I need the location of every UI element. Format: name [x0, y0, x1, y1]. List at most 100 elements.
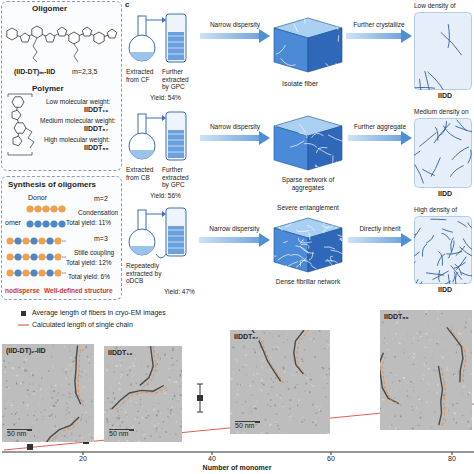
- tick-label: 60: [327, 455, 335, 463]
- speckle: [158, 411, 160, 413]
- node-text: m=2: [94, 195, 108, 203]
- speckle: [162, 428, 163, 429]
- speckle: [45, 379, 46, 380]
- speckle: [22, 368, 24, 370]
- speckle: [126, 416, 128, 417]
- speckle: [181, 408, 182, 410]
- speckle: [297, 404, 298, 406]
- node-text: Extracted from CB: [126, 166, 160, 181]
- monomer-bead: [55, 270, 62, 277]
- speckle: [91, 401, 92, 402]
- speckle: [138, 441, 140, 442]
- speckle: [271, 357, 273, 358]
- fiber: [468, 150, 471, 164]
- speckle: [140, 404, 141, 406]
- speckle: [252, 381, 254, 382]
- data-point: [27, 444, 33, 450]
- speckle: [17, 375, 18, 376]
- node-text: Condensation: [78, 209, 118, 217]
- tick: [212, 452, 213, 455]
- speckle: [267, 404, 268, 405]
- fiber: [300, 240, 303, 244]
- speckle: [85, 349, 87, 350]
- speckle: [116, 365, 118, 367]
- legend-square: [21, 311, 26, 316]
- speckle: [428, 383, 430, 384]
- image-ground: [415, 13, 472, 90]
- ring: [12, 110, 21, 120]
- speckle: [232, 410, 234, 412]
- speckle: [428, 368, 430, 369]
- flask-bulb: [129, 35, 155, 61]
- node-text: Yield: 56%: [150, 192, 181, 200]
- fiber: [312, 133, 324, 138]
- speckle: [71, 371, 72, 372]
- edge-label: Narrow dispersity: [209, 123, 261, 131]
- speckle: [115, 420, 116, 421]
- node-text: IIDDT₈₆: [84, 144, 109, 152]
- speckle: [83, 400, 84, 402]
- speckle: [307, 432, 308, 433]
- speckle: [413, 386, 415, 387]
- speckle: [69, 350, 70, 352]
- edge-label: Further aggregate: [353, 123, 407, 131]
- speckle: [29, 383, 31, 385]
- speckle: [457, 344, 459, 346]
- speckle: [271, 378, 273, 379]
- speckle: [13, 424, 15, 426]
- speckle: [410, 381, 412, 383]
- speckle: [294, 397, 295, 398]
- speckle: [282, 406, 284, 407]
- speckle: [265, 419, 267, 420]
- ring: [13, 136, 22, 146]
- speckle: [245, 364, 247, 366]
- monomer-bead: [23, 254, 30, 261]
- speckle: [471, 352, 473, 354]
- speckle: [288, 388, 290, 390]
- speckle: [63, 394, 65, 395]
- speckle: [259, 347, 261, 348]
- flow-arrow: [346, 29, 412, 43]
- node-text: Severe entanglement: [272, 204, 344, 212]
- speckle: [295, 331, 296, 333]
- speckle: [135, 440, 136, 442]
- speckle: [462, 415, 464, 416]
- node-text: Synthesis of oligomers: [8, 180, 96, 189]
- fiber: [450, 166, 464, 177]
- speckle: [261, 380, 263, 381]
- fiber: [438, 366, 442, 425]
- speckle: [275, 405, 276, 407]
- flask-drawing: [126, 110, 196, 166]
- speckle: [166, 390, 167, 391]
- speckle: [107, 422, 109, 423]
- fiber: [419, 133, 436, 147]
- speckle: [178, 394, 179, 395]
- speckle: [444, 386, 446, 387]
- speckle: [315, 413, 317, 414]
- speckle: [269, 333, 270, 334]
- speckle: [297, 385, 298, 387]
- speckle: [457, 356, 458, 358]
- speckle: [302, 361, 304, 362]
- speckle: [463, 386, 464, 388]
- speckle: [424, 365, 425, 367]
- node-text: Low molecular weight:: [46, 98, 110, 106]
- speckle: [82, 350, 83, 352]
- speckle: [174, 393, 175, 395]
- node-text: (IID-DT)₂-IID: [5, 347, 47, 355]
- film-cube: Severe entanglementDense fibrillar netwo…: [272, 204, 346, 300]
- fiber: [304, 144, 317, 148]
- speckle: [107, 398, 109, 399]
- node-text: IIDD: [438, 190, 452, 198]
- speckle: [276, 395, 278, 397]
- speckle: [42, 441, 43, 442]
- fiber: [294, 330, 310, 374]
- speckle: [432, 357, 433, 359]
- arrow-shaft: [200, 33, 260, 39]
- node-text: 50 nm: [234, 422, 255, 430]
- speckle: [173, 369, 175, 370]
- fiber: [296, 246, 309, 254]
- speckle: [169, 434, 170, 435]
- fiber: [448, 24, 449, 48]
- speckle: [317, 421, 318, 422]
